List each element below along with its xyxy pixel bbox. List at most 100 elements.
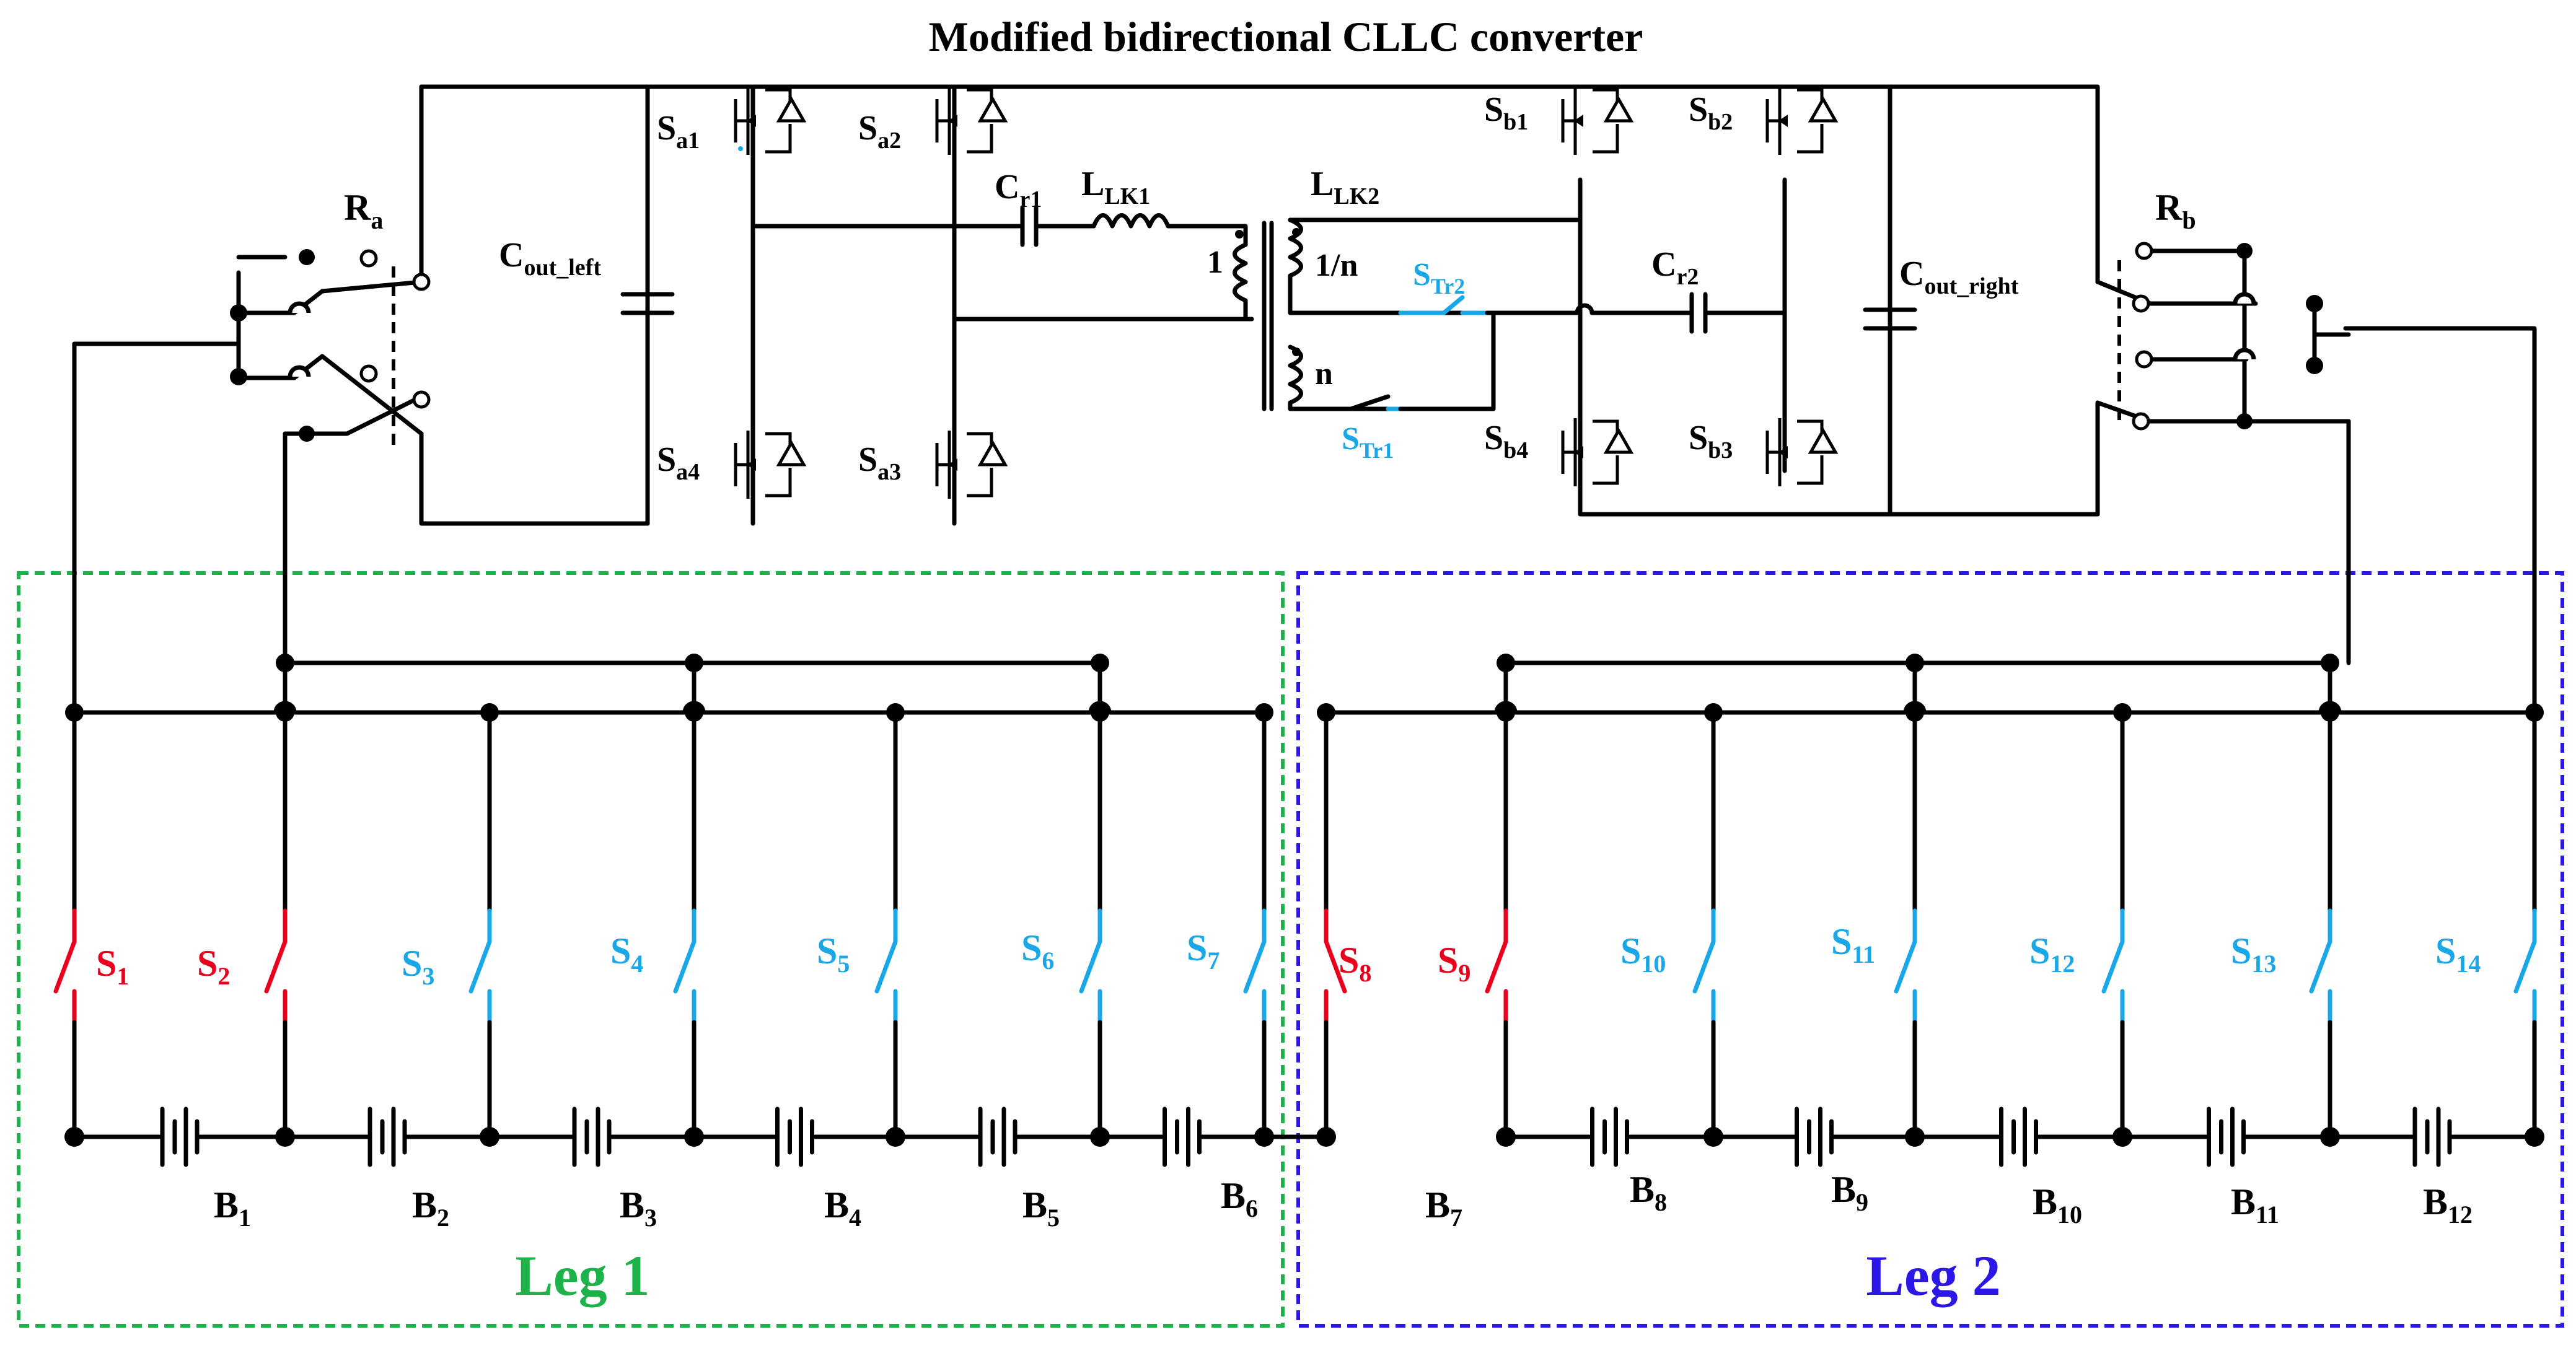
even-bus-dot [2321, 654, 2339, 672]
switch-blade-10 [1692, 939, 1716, 994]
switch-blade-7 [1243, 939, 1267, 994]
left-bridge [419, 84, 2100, 526]
diagram-title: Modified bidirectional CLLC converter [929, 13, 1643, 60]
switch-blade-12 [2101, 939, 2125, 994]
mosfet-sb3 [1765, 418, 1839, 486]
label-cout-left: Cout_left [499, 236, 601, 281]
battery-node-dot [2525, 1127, 2544, 1147]
battery-node-dot [480, 1127, 499, 1147]
switch-top-node-dot [1091, 703, 1109, 722]
label-sa2: Sa2 [858, 109, 901, 154]
relay-ra [72, 249, 431, 446]
switch-blade-3 [468, 939, 492, 994]
ratio-secondary-1: 1/n [1315, 248, 1358, 283]
switch-label-s4: S4 [610, 931, 643, 978]
label-cout-right: Cout_right [1899, 255, 2019, 299]
switch-blade-8 [1324, 939, 1347, 994]
label-sa1: Sa1 [657, 109, 700, 154]
label-llk1: LLK1 [1081, 165, 1150, 209]
leg-2-label: Leg 2 [1866, 1244, 2000, 1307]
leg-1-box [17, 571, 1285, 1328]
leg-2-box [1296, 571, 2564, 1328]
mosfet-sa3 [935, 431, 1008, 499]
battery-symbol-10 [2207, 1106, 2246, 1167]
switch-blade-1 [53, 939, 77, 994]
ratio-secondary-2: n [1315, 356, 1333, 392]
battery-node-dot [64, 1127, 84, 1147]
battery-node-dot [1703, 1127, 1723, 1147]
battery-symbol-8 [1795, 1106, 1834, 1167]
battery-label-b4: B4 [824, 1185, 861, 1232]
mosfet-sa1 [734, 87, 807, 155]
switch-label-s10: S10 [1620, 931, 1666, 978]
switch-label-s7: S7 [1187, 927, 1220, 975]
switch-str1 [1336, 394, 1496, 411]
switch-label-s6: S6 [1021, 927, 1054, 975]
switch-label-s8: S8 [1339, 940, 1371, 987]
label-sa3: Sa3 [858, 440, 901, 485]
label-sb1: Sb1 [1484, 90, 1528, 135]
even-bus-dot [1091, 654, 1109, 672]
battery-symbol-1 [160, 1106, 200, 1167]
llk1-inductor [1091, 213, 1248, 247]
leg1-odd-bus [72, 701, 1267, 715]
battery-symbol-5 [978, 1106, 1018, 1167]
battery-symbol-6 [1163, 1106, 1202, 1167]
label-cr1: Cr1 [995, 168, 1042, 212]
switch-blade-2 [264, 939, 288, 994]
switch-label-s14: S14 [2435, 931, 2481, 978]
mosfet-sb4 [1561, 418, 1634, 486]
label-sb4: Sb4 [1484, 419, 1528, 463]
mosfet-sb2 [1765, 87, 1839, 155]
switch-label-s12: S12 [2029, 931, 2075, 978]
battery-node-dot [2320, 1127, 2340, 1147]
battery-label-b1: B1 [214, 1185, 251, 1232]
cr1-capacitor [952, 205, 1096, 247]
switch-top-node-dot [1906, 703, 1924, 722]
label-str1: STr1 [1342, 421, 1394, 463]
battery-node-dot [684, 1127, 704, 1147]
battery-label-b9: B9 [1831, 1169, 1868, 1216]
even-bus-dot [685, 654, 703, 672]
right-bridge [1491, 84, 2100, 517]
battery-node-dot [1316, 1127, 1336, 1147]
transformer [1233, 217, 1583, 411]
label-ra: Ra [344, 187, 383, 234]
even-bus-dot [1906, 654, 1924, 672]
battery-label-b8: B8 [1630, 1169, 1667, 1216]
label-rb: Rb [2155, 187, 2196, 234]
battery-node-dot [1254, 1127, 1274, 1147]
battery-symbol-9 [1999, 1106, 2038, 1167]
battery-node-dot [1496, 1127, 1516, 1147]
battery-string [53, 654, 2544, 1167]
label-sb3: Sb3 [1689, 419, 1733, 463]
label-str2: STr2 [1413, 257, 1465, 299]
switch-blade-6 [1079, 939, 1102, 994]
switch-label-s11: S11 [1831, 921, 1875, 968]
switch-label-s5: S5 [817, 931, 850, 978]
switch-label-s13: S13 [2231, 931, 2276, 978]
switch-top-node-dot [1497, 703, 1515, 722]
battery-label-b11: B11 [2231, 1181, 2279, 1229]
mosfet-sa2 [935, 87, 1008, 155]
switch-label-s3: S3 [402, 943, 434, 990]
switch-blade-4 [673, 939, 697, 994]
label-sa4: Sa4 [657, 440, 700, 485]
switch-blade-5 [874, 939, 898, 994]
leg-1-label: Leg 1 [515, 1244, 649, 1307]
mosfet-sb1 [1561, 87, 1634, 155]
battery-symbol-4 [775, 1106, 814, 1167]
battery-node-dot [1905, 1127, 1925, 1147]
switch-label-s2: S2 [197, 943, 230, 990]
battery-node-dot [2112, 1127, 2132, 1147]
battery-symbol-3 [572, 1106, 612, 1167]
switch-label-s9: S9 [1438, 940, 1470, 987]
battery-node-dot [275, 1127, 295, 1147]
label-cr2: Cr2 [1651, 245, 1699, 290]
battery-label-b3: B3 [620, 1185, 657, 1232]
label-llk2: LLK2 [1311, 165, 1379, 209]
battery-node-dot [1090, 1127, 1110, 1147]
battery-node-dot [886, 1127, 905, 1147]
battery-label-b10: B10 [2033, 1181, 2082, 1229]
